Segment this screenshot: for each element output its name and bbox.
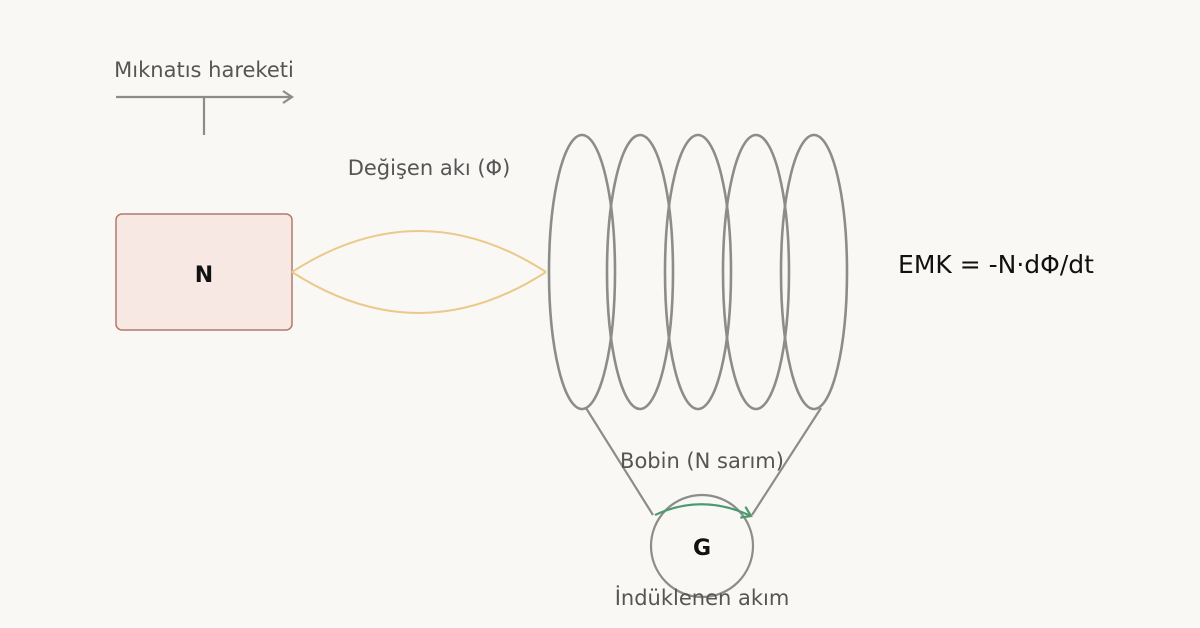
emf-formula: EMK = -N·dΦ/dt: [898, 250, 1094, 279]
flux-label: Değişen akı (Φ): [348, 156, 511, 180]
galvanometer-label: G: [693, 536, 711, 561]
coil-turn: [721, 133, 791, 411]
magnet-pole-label: N: [195, 263, 213, 288]
coil-lead-left: [585, 407, 654, 516]
flux-line-upper: [291, 230, 547, 273]
current-label: İndüklenen akım: [615, 585, 790, 610]
coil-turn: [663, 133, 733, 411]
coil-turn: [605, 133, 675, 411]
coil-turn: [547, 133, 617, 411]
current-direction-arrow: [654, 503, 753, 519]
flux-line-lower: [291, 271, 547, 314]
coil: [547, 133, 849, 411]
motion-label: Mıknatıs hareketi: [114, 58, 294, 82]
coil-turn: [779, 133, 849, 411]
coil-lead-right: [751, 407, 822, 516]
coil-label: Bobin (N sarım): [620, 449, 784, 473]
galvanometer: [649, 493, 755, 599]
